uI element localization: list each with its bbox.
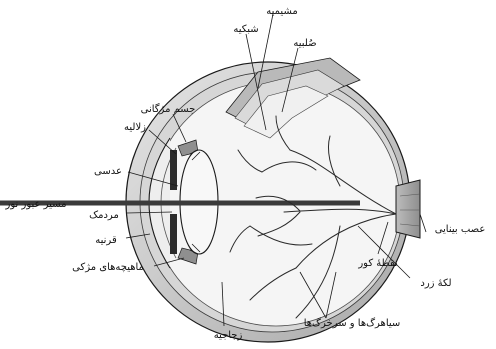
optic-nerve-shape bbox=[396, 180, 420, 238]
label-zonules: زلالیه bbox=[124, 122, 146, 133]
label-choroid: مشیمیه bbox=[266, 6, 297, 17]
leader-optic-nerve bbox=[420, 214, 426, 232]
label-ciliary-body: جسم مژگانی bbox=[141, 103, 196, 115]
label-fovea: لکهٔ زرد bbox=[420, 278, 451, 289]
label-sclera: صُلبیه bbox=[293, 38, 316, 49]
label-ciliary-muscles: ماهیچه‌های مژکی bbox=[72, 262, 144, 273]
label-lens: عدسی bbox=[94, 166, 122, 177]
label-cornea: قرنیه bbox=[95, 235, 117, 246]
label-blind-spot: نقطهٔ کور bbox=[357, 258, 397, 269]
label-light-path: مسیر عبور نور bbox=[5, 199, 67, 210]
label-vitreous: زجاجیه bbox=[214, 330, 243, 341]
label-pupil: مردمک bbox=[89, 210, 119, 221]
label-retina: شبکیه bbox=[233, 24, 258, 35]
label-optic-nerve: عصب بینایی bbox=[435, 224, 486, 235]
label-vessels: سیاهرگ‌ها و سرخرگ‌ها bbox=[304, 316, 401, 329]
optic-nerve bbox=[396, 180, 420, 238]
iris-lower bbox=[170, 214, 177, 254]
